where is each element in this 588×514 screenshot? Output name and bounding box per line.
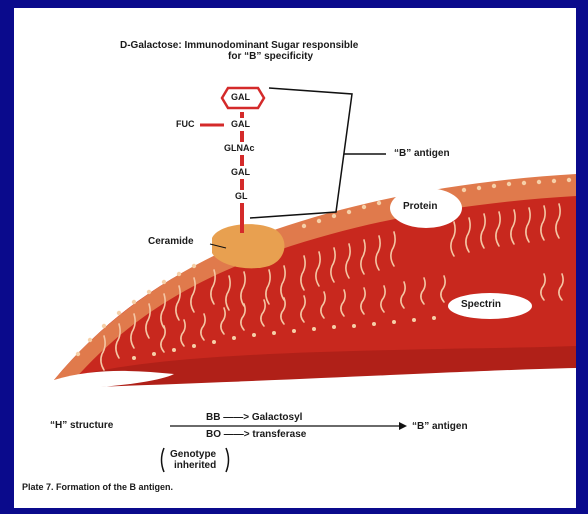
genotype-line1: Genotype xyxy=(170,449,216,460)
protein-label: Protein xyxy=(403,201,437,212)
b-antigen-label: “B” antigen xyxy=(394,148,450,159)
ceramide-blob xyxy=(212,224,284,268)
h-structure-label: “H” structure xyxy=(50,420,113,431)
chain-gal2: GAL xyxy=(231,119,250,129)
antigen-bracket xyxy=(250,88,352,218)
main-arrow-head xyxy=(399,422,407,430)
genotype-line2: inherited xyxy=(174,460,216,471)
genotype-right-paren xyxy=(226,448,229,472)
chain-gal-top: GAL xyxy=(231,92,250,102)
title-line1: D-Galactose: Immunodominant Sugar respon… xyxy=(120,40,358,51)
plate-caption: Plate 7. Formation of the B antigen. xyxy=(22,482,173,492)
bo-row: BO ——> transferase xyxy=(206,429,306,440)
genotype-left-paren xyxy=(162,448,165,472)
chain-gal3: GAL xyxy=(231,167,250,177)
diagram-panel: D-Galactose: Immunodominant Sugar respon… xyxy=(14,8,576,508)
title-line2: for “B” specificity xyxy=(228,51,313,62)
spectrin-label: Spectrin xyxy=(461,299,501,310)
ceramide-label: Ceramide xyxy=(148,236,194,247)
chain-gl: GL xyxy=(235,191,248,201)
chain-fuc: FUC xyxy=(176,119,195,129)
b-antigen-result: “B” antigen xyxy=(412,421,468,432)
bb-row: BB ——> Galactosyl xyxy=(206,412,302,423)
chain-glnac: GLNAc xyxy=(224,143,255,153)
